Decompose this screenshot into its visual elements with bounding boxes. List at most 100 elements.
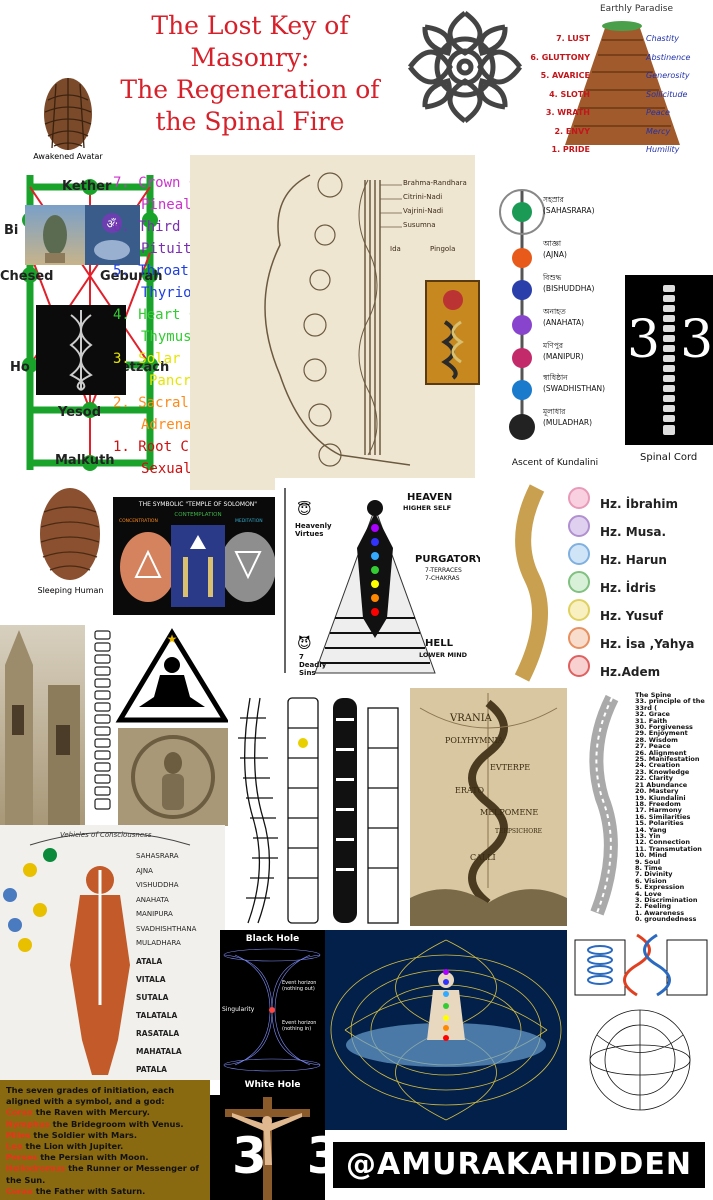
spine-drawings [238, 697, 399, 924]
mithraic-text: The seven grades of initiation, each ali… [6, 1085, 206, 1197]
mithraic-grade-row: Perses the Persian with Moon. [6, 1152, 149, 1163]
meditating-figure-icon: ★ [115, 628, 230, 723]
mithraic-grade-row: Nymphus the Bridegroom with Venus. [6, 1118, 184, 1129]
sephira-malkuth: Malkuth [55, 453, 115, 468]
temple-brain-diagram [120, 525, 276, 607]
stone-relief-image [118, 728, 228, 826]
handle-text: @AMURAKAHIDDEN [333, 1142, 705, 1188]
prophets-spine-panel: Hz. İbrahim Hz. Musa. Hz. Harun Hz. İdri… [482, 478, 713, 686]
spine-list-item: 14. Yang [635, 825, 667, 834]
third-eye-image: ॐ [85, 205, 140, 265]
angel-emoji-icon: 😇 [297, 501, 312, 518]
muse-label: ERATO [455, 786, 485, 795]
pinecone-awakened: Awakened Avatar [28, 70, 108, 165]
pinecone-sleeping: Sleeping Human [28, 482, 113, 602]
caduceus-meditation-image [36, 305, 126, 395]
kundalini-column [499, 189, 545, 440]
crucifix-33-panel: 33 [210, 1095, 325, 1200]
torus-field-diagram [330, 939, 562, 1121]
pinecone-top-label: Awakened Avatar [33, 152, 103, 161]
spine-list-item: 5. Expression [635, 883, 685, 892]
singularity-label: Singularity [222, 1006, 255, 1013]
wormhole-diagram [223, 948, 321, 1072]
relief-figure-icon [131, 735, 215, 819]
higher-self-label: HIGHER SELF [403, 504, 452, 512]
nadi-label: Brahma-Randhara [403, 179, 467, 187]
muses-serpent-image: VRANIA POLYHYMNIA EVTERPE ERATO MELPOMEN… [410, 688, 567, 926]
title-line: The Regeneration of [120, 75, 380, 104]
spine-list-item: 17. Harmony [635, 806, 682, 815]
nadi-label: Pingola [430, 245, 456, 253]
nadi-label: Ida [390, 245, 401, 253]
torus-meditation-image [325, 930, 567, 1130]
crucifix-icon [225, 1097, 310, 1200]
devil-emoji-icon: 😈 [297, 635, 312, 652]
sephira-hod: Ho [10, 360, 30, 375]
spine-list-item: 15. Polarities [635, 819, 684, 828]
kundalini-caption: Ascent of Kundalini [511, 458, 599, 468]
prophet-item: Hz. İbrahim [600, 497, 678, 511]
spine-list-item: 23. Knowledge [635, 767, 690, 776]
spine-list-item: 3. Discrimination [635, 896, 698, 904]
temple-title: THE SYMBOLIC "TEMPLE OF SOLOMON" [138, 501, 258, 508]
heaven-hell-pyramid: 😇 😈 [284, 488, 436, 674]
event-horizon-label: Event horizon(nothing out) [282, 980, 317, 992]
pineal-statue-image [25, 205, 85, 265]
deadly-sins-label: 7 Deadly Sins [299, 653, 327, 677]
heavenly-virtues-label: Heavenly Virtues [295, 522, 332, 538]
cathedral-tower-icon [5, 630, 80, 825]
spine-list-item: 10. Mind [635, 851, 667, 860]
kundalini-panel: সহস্রার(SAHASRARA) আজ্ঞা(AJNA) বিশুদ্ধ(B… [485, 180, 625, 480]
nadi-label: Vajrini-Nadi [403, 207, 444, 215]
handle-banner: @AMURAKAHIDDEN [325, 1130, 713, 1200]
spine-list-item: 26. Alignment [635, 748, 687, 757]
tarot-card-image [425, 280, 480, 385]
lower-mind-label: LOWER MIND [419, 651, 468, 659]
pinecone-bottom-label: Sleeping Human [37, 586, 104, 595]
prophet-item: Hz. Harun [600, 553, 667, 567]
muse-label: MELPOMENE [480, 808, 539, 817]
prophet-item: Hz. Musa. [600, 525, 667, 539]
muses-serpent-diagram [410, 693, 567, 926]
page-title: The Lost Key of Masonry: The Regeneratio… [100, 10, 400, 138]
spine-list-item: 28. Wisdom [635, 735, 678, 744]
spine-list-item: 30. Forgiveness [635, 723, 693, 732]
muse-label: POLYHYMNIA [445, 736, 504, 745]
spine-list-item: 20. Mastery [635, 787, 679, 796]
caduceus-icon [69, 310, 93, 391]
hell-label: HELL [425, 638, 453, 649]
spine-list-item: 2. Feeling [635, 902, 671, 911]
spine-list-item: 16. Similarities [635, 812, 691, 821]
prophet-item: Hz. Yusuf [600, 609, 664, 623]
vertebrae-column-image [85, 625, 120, 825]
kundalini-labels: সহস্রার(SAHASRARA) আজ্ঞা(AJNA) বিশুদ্ধ(B… [543, 195, 606, 427]
svg-text:★: ★ [167, 632, 178, 646]
spine-list-item: 19. Kiundalini [635, 793, 686, 802]
event-horizon-label: Event horizon(nothing in) [282, 1020, 317, 1032]
mithraic-grade-row: Corax the Raven with Mercury. [6, 1107, 150, 1118]
temple-center-label: CONTEMPLATION [174, 512, 222, 518]
spine-list-item: 7. Divinity [635, 870, 673, 879]
spine-list-item: 22. Clarity [635, 774, 673, 783]
spine-list-item: 0. groundedness [635, 915, 697, 924]
prophet-item: Hz. İsa ,Yahya [600, 637, 695, 651]
muse-label: VRANIA [450, 713, 492, 724]
sephira-geburah: Geburah [100, 269, 163, 284]
subtle-body-sketch [264, 172, 411, 467]
spine-list-item: 31. Faith [635, 716, 668, 725]
temple-of-solomon-panel: THE SYMBOLIC "TEMPLE OF SOLOMON" CONTEMP… [113, 497, 283, 615]
number-33-text: 33 [232, 1127, 325, 1185]
sephira-binah: Bi [4, 223, 19, 238]
chakras-label: 7-CHAKRAS [425, 575, 460, 582]
spine-list-item: 9. Soul [635, 857, 661, 866]
spine-list-item: 4. Love [635, 889, 662, 898]
mithraic-intro: The seven grades of initiation, each ali… [6, 1085, 175, 1107]
temple-right-label: MEDITATION [235, 519, 263, 524]
nadi-label: Citrini-Nadi [403, 193, 443, 201]
mountain-diagram [565, 21, 680, 145]
black-hole-panel: Black Hole White Hole Singularity Event … [220, 930, 325, 1095]
om-icon: ॐ [94, 213, 130, 260]
